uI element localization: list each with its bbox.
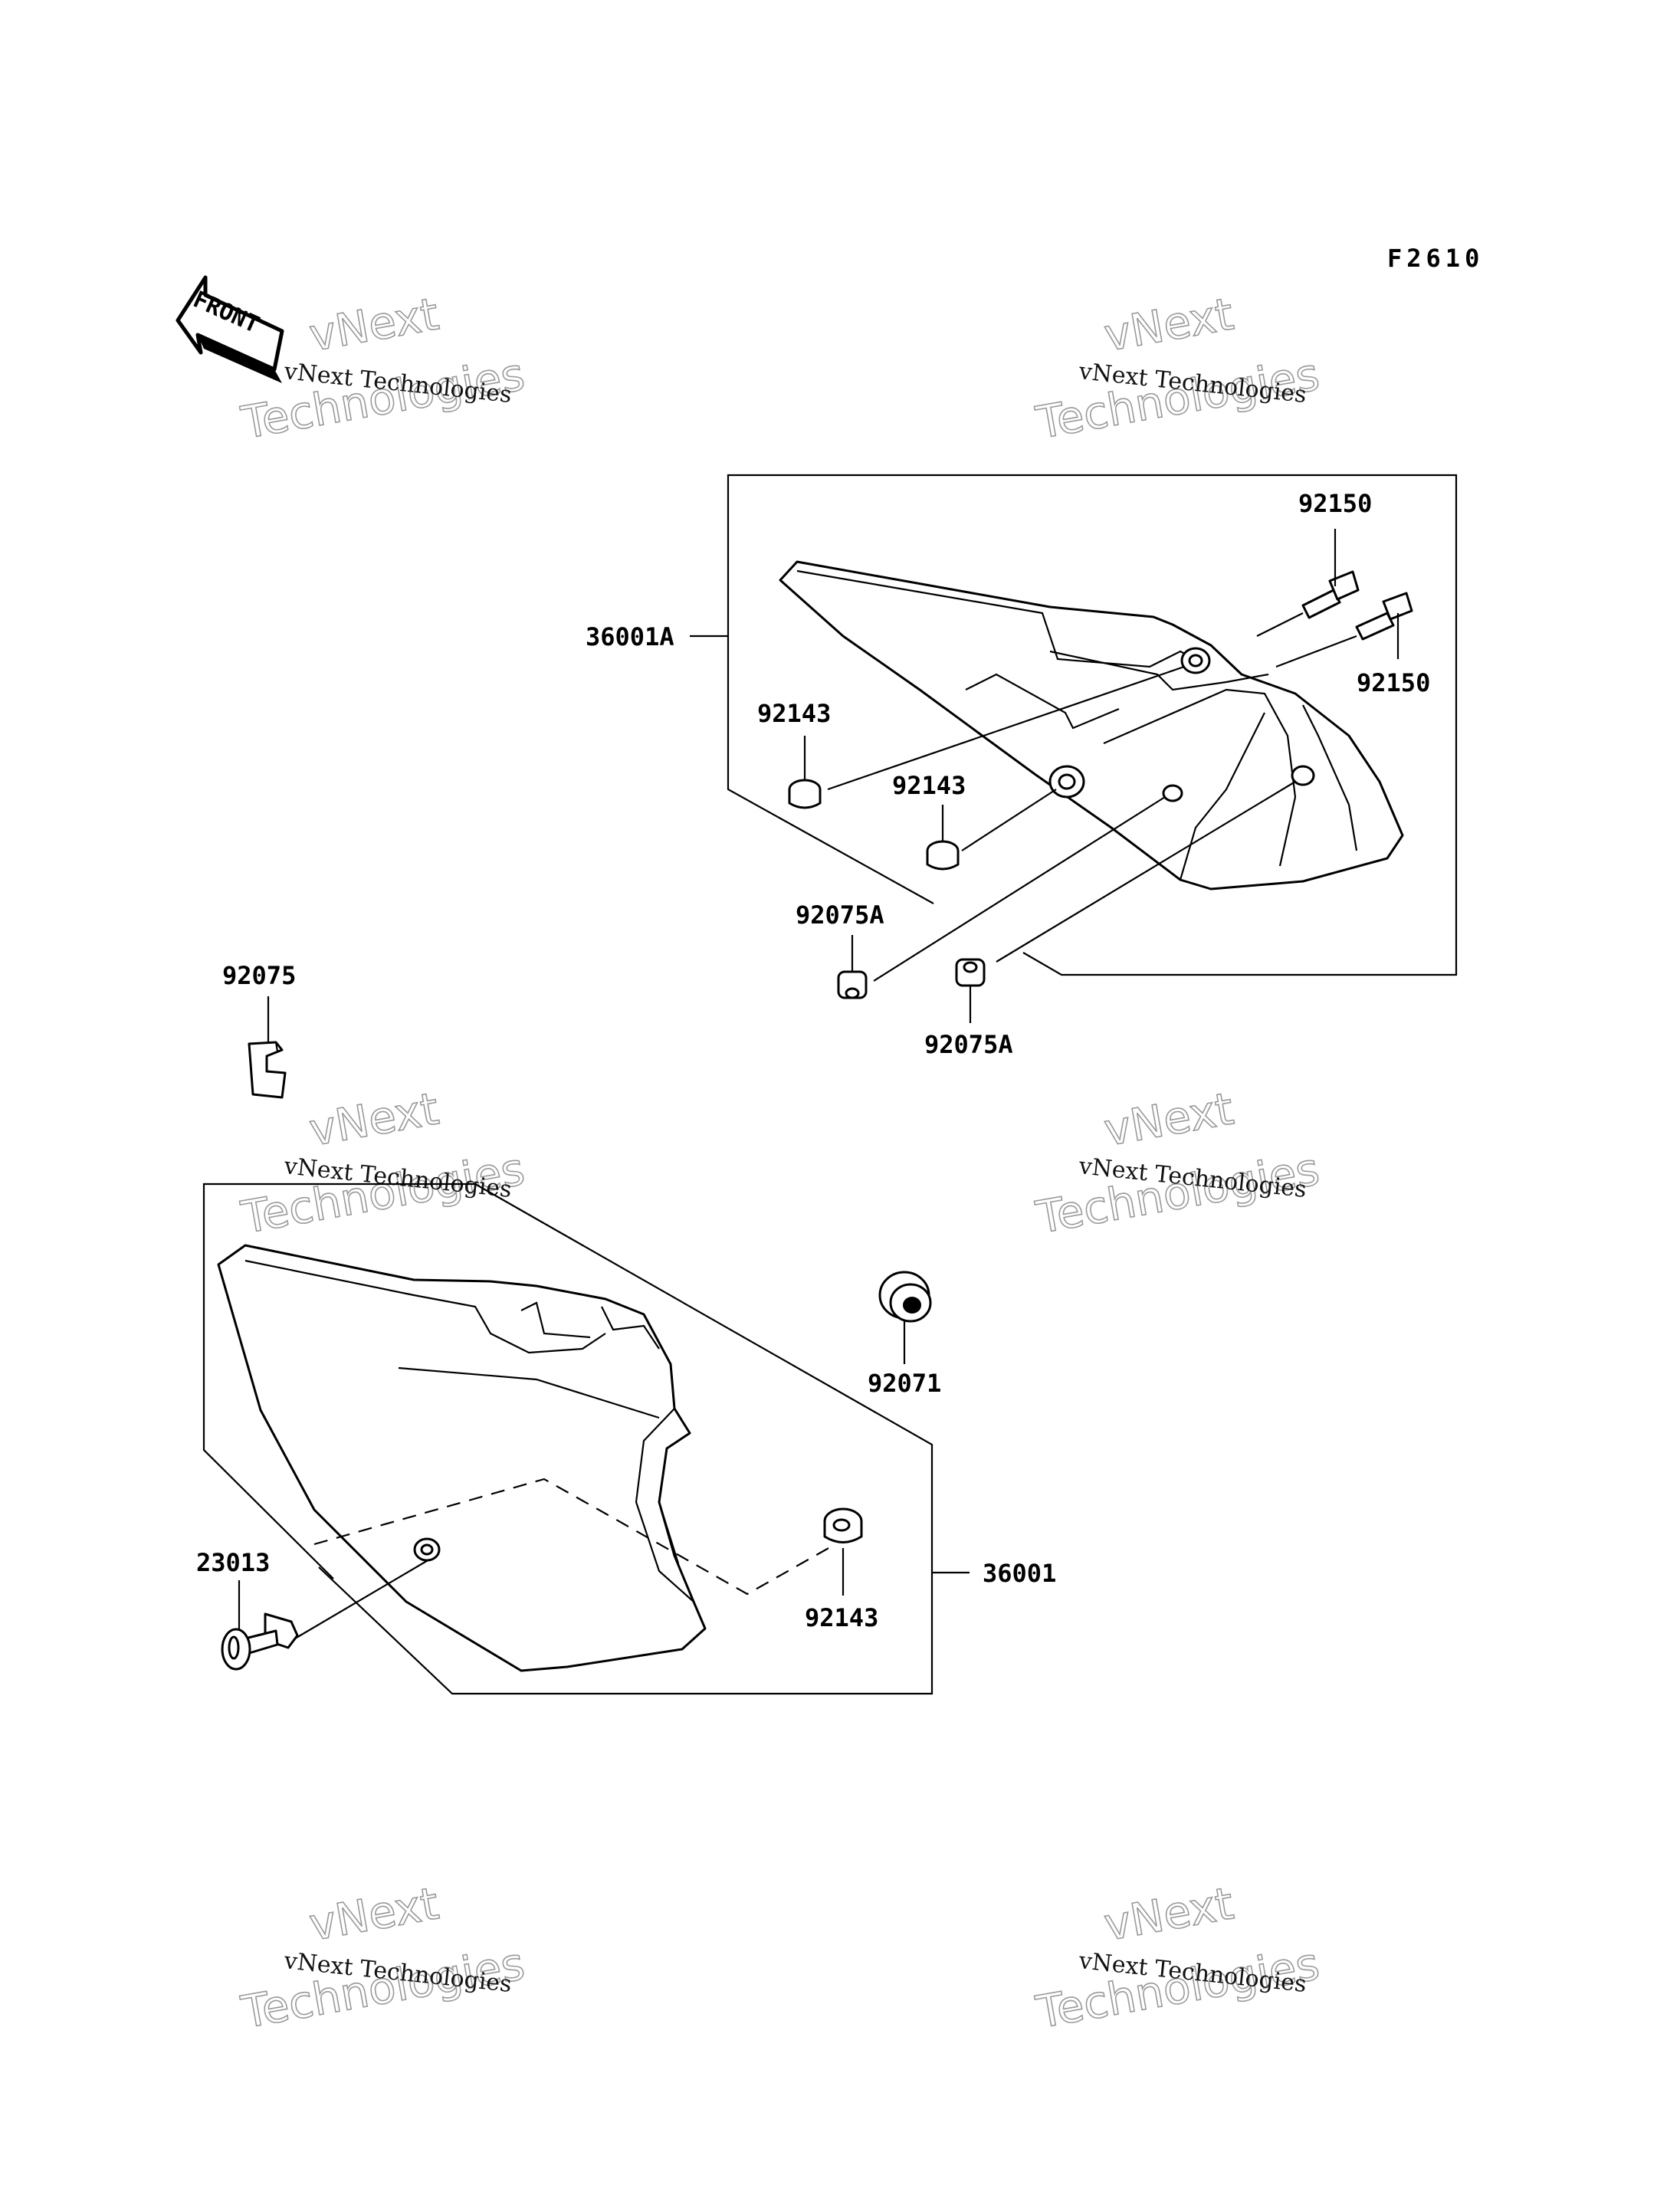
figure-code: F2610 [1387,244,1484,273]
front-direction-arrow-icon: FRONT [176,275,284,383]
collar-92075a-right [955,781,1296,1023]
callout-92075: 92075 [222,961,296,990]
watermark-top-right: vNext Technologies vNext Technologies [1032,287,1324,450]
watermark-middle-left: vNext Technologies vNext Technologies [237,1082,529,1245]
watermark-bottom-right: vNext Technologies vNext Technologies [1032,1877,1324,2039]
grommet-92143-upper-left [788,665,1185,809]
damper-92071 [878,1271,932,1364]
watermark-bottom-left: vNext Technologies vNext Technologies [237,1877,529,2039]
callout-92150-right: 92150 [1357,668,1430,697]
callout-36001a: 36001A [586,622,674,651]
svg-text:vNext: vNext [306,287,443,361]
watermark-top-left: vNext Technologies vNext Technologies [237,287,529,450]
svg-text:vNext: vNext [1101,1082,1238,1156]
svg-text:vNext: vNext [1101,287,1238,361]
upper-side-cover [779,560,1404,891]
callout-92143-upper-mid: 92143 [892,771,966,800]
lower-side-cover [217,1244,707,1672]
watermark-middle-right: vNext Technologies vNext Technologies [1032,1082,1324,1245]
svg-text:vNext: vNext [1101,1877,1238,1950]
collar-92075a-left [837,796,1166,999]
callout-23013: 23013 [196,1548,270,1577]
callout-92150-top: 92150 [1298,489,1372,518]
fastener-23013 [221,1559,430,1671]
clip-92075 [248,996,287,1099]
callout-92075a-left: 92075A [796,900,884,930]
callout-92143-lower: 92143 [805,1603,878,1632]
callout-92071: 92071 [868,1369,941,1398]
callout-92075a-right: 92075A [924,1030,1013,1059]
svg-text:vNext: vNext [306,1877,443,1950]
bolt-92150-top [1256,529,1360,637]
upper-cover-assembly [690,474,1458,1023]
bolt-92150-right [1275,592,1413,668]
callout-36001: 36001 [983,1559,1056,1588]
svg-text:vNext: vNext [306,1082,443,1156]
grommet-92143-lower [823,1507,863,1596]
callout-92143-upper-left: 92143 [757,699,831,728]
grommet-92143-upper-mid [926,789,1057,871]
